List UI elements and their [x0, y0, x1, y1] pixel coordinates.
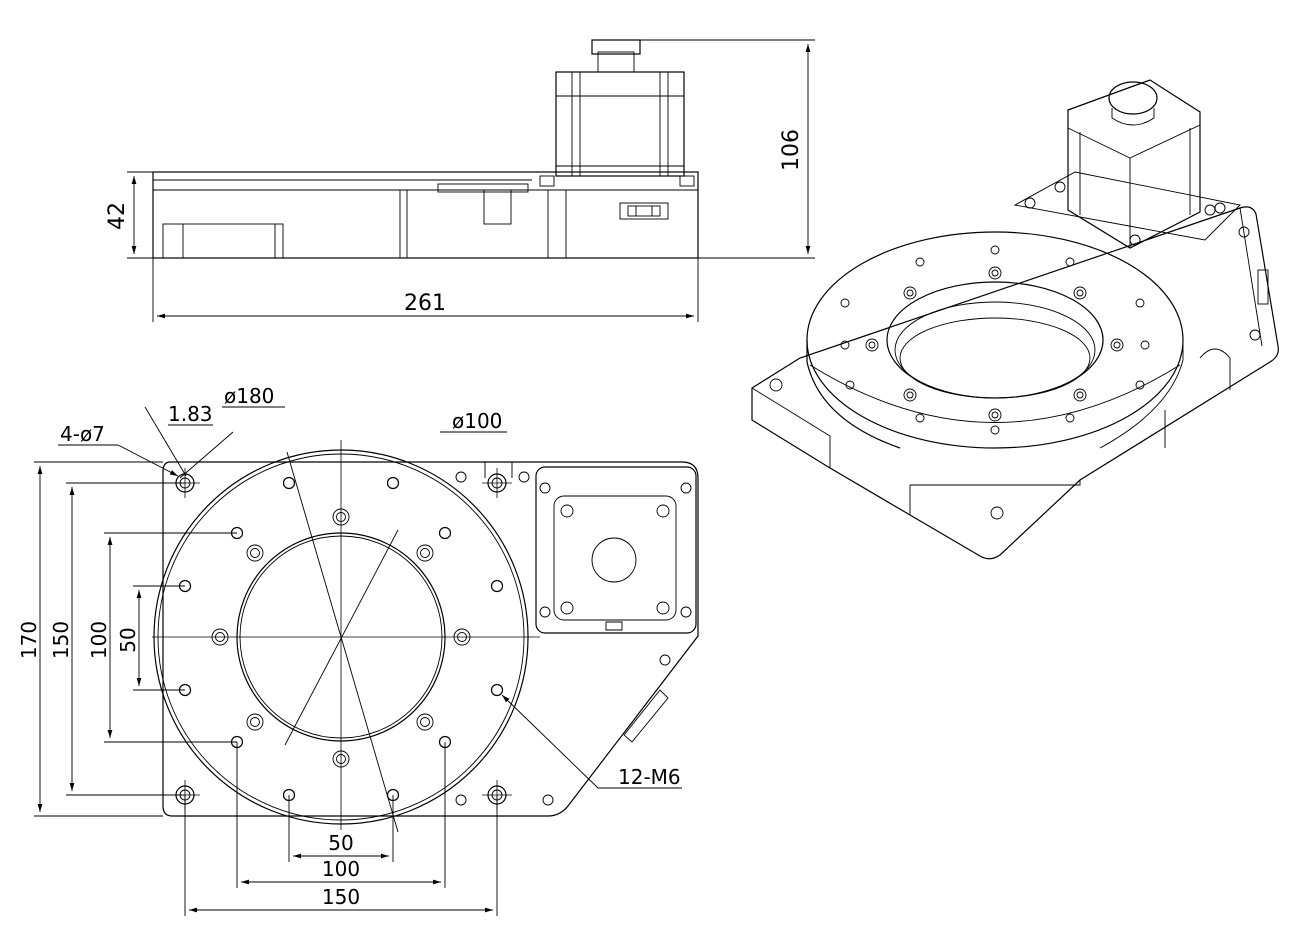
- isometric-view: [751, 79, 1279, 560]
- dim-motor-height: 106: [779, 129, 804, 171]
- dim-h-150: 150: [322, 885, 360, 909]
- top-dimensions: 4-ø7 1.83 ø180 ø100 12-M6 170 150 100 50…: [17, 384, 682, 916]
- dim-v-170: 170: [17, 621, 41, 659]
- dim-total-length: 261: [404, 291, 446, 316]
- top-view: [152, 440, 699, 833]
- dim-tapped-holes: 12-M6: [618, 765, 681, 789]
- dim-h-50: 50: [328, 831, 353, 855]
- dim-v-100: 100: [87, 621, 111, 659]
- dim-inner-diameter: ø100: [452, 409, 502, 433]
- counterbored-holes: [211, 508, 471, 768]
- dim-v-150: 150: [49, 621, 73, 659]
- dim-outer-diameter: ø180: [224, 384, 274, 408]
- dim-side-height: 42: [105, 202, 130, 230]
- dim-h-100: 100: [322, 857, 360, 881]
- dim-mount-holes: 4-ø7: [60, 422, 105, 446]
- side-view: [152, 39, 699, 259]
- side-dimensions: 42 106 261: [105, 39, 815, 322]
- dim-v-50: 50: [116, 627, 140, 652]
- dim-offset: 1.83: [168, 402, 213, 426]
